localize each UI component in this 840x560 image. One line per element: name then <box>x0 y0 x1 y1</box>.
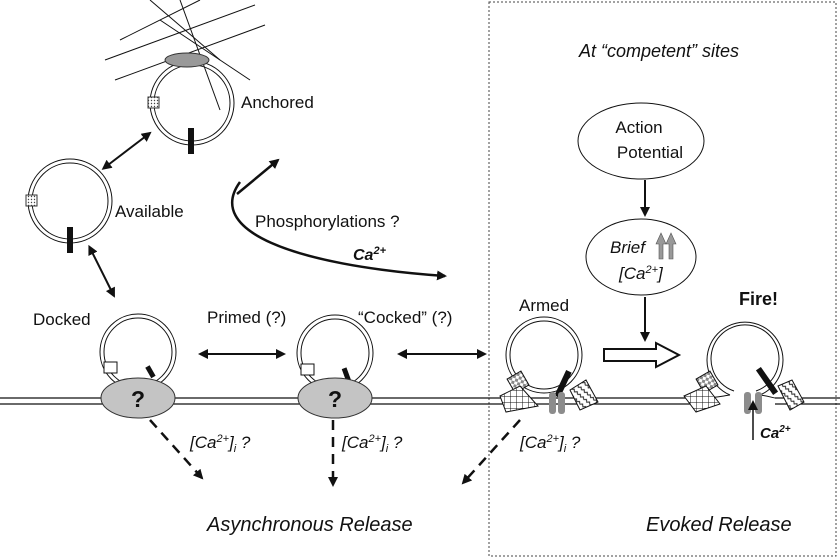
available-docked-arrow <box>88 244 115 298</box>
anchored-vesicle <box>147 52 235 154</box>
unknown-mark: ? <box>328 386 342 412</box>
cai-label-armed: [Ca2+]i ? <box>519 433 581 455</box>
cai-label-cocked: [Ca2+]i ? <box>341 433 403 455</box>
phosphorylations-label: Phosphorylations ? <box>255 212 400 231</box>
phosphorylation-arrow-curve <box>231 181 447 281</box>
unknown-protein-docked <box>100 377 176 419</box>
snare-complex <box>499 385 539 413</box>
available-vesicle <box>25 158 113 253</box>
cocked-label: “Cocked” (?) <box>358 308 452 327</box>
fire-label: Fire! <box>739 289 778 309</box>
cytoskeleton-filaments <box>104 0 266 111</box>
docked-label: Docked <box>33 310 91 329</box>
armed-vesicle <box>499 316 599 414</box>
available-label: Available <box>115 202 184 221</box>
action-potential-node <box>577 102 705 180</box>
rising-arrows-icon <box>655 232 677 260</box>
phosphorylation-arrow-upper <box>236 158 280 195</box>
competent-sites-title: At “competent” sites <box>578 41 739 61</box>
armed-async-arrow <box>461 419 521 485</box>
brief-calcium-label: [Ca2+] <box>618 264 664 283</box>
ca-influx-label: Ca2+ <box>760 424 791 442</box>
competent-sites-box <box>488 1 837 557</box>
docked-async-arrow <box>149 419 204 480</box>
anchored-available-arrow <box>101 131 152 170</box>
cai-label-docked: [Ca2+]i ? <box>189 433 251 455</box>
fusing-vesicle <box>683 321 805 414</box>
cocked-vesicle: ? <box>296 314 374 419</box>
anchored-label: Anchored <box>241 93 314 112</box>
v-snare-bar <box>67 227 73 253</box>
docked-vesicle: ? <box>99 313 177 419</box>
vesicle-protein-dotted <box>147 96 160 109</box>
primed-label: Primed (?) <box>207 308 286 327</box>
anchoring-protein <box>164 52 210 68</box>
hollow-arrow-icon <box>603 341 682 369</box>
evoked-release-label: Evoked Release <box>646 514 792 536</box>
unknown-protein-cocked <box>297 377 373 419</box>
brief-calcium-node <box>585 218 697 296</box>
v-snare-bar <box>188 128 194 154</box>
ca-label-phospho: Ca2+ <box>353 245 387 264</box>
brief-label: Brief <box>610 238 647 257</box>
asynchronous-release-label: Asynchronous Release <box>206 514 413 536</box>
action-potential-label: Action <box>615 118 662 137</box>
armed-label: Armed <box>519 296 569 315</box>
vesicle-protein-dotted <box>25 194 38 207</box>
unknown-mark: ? <box>131 386 145 412</box>
action-potential-label-2: Potential <box>617 143 683 162</box>
